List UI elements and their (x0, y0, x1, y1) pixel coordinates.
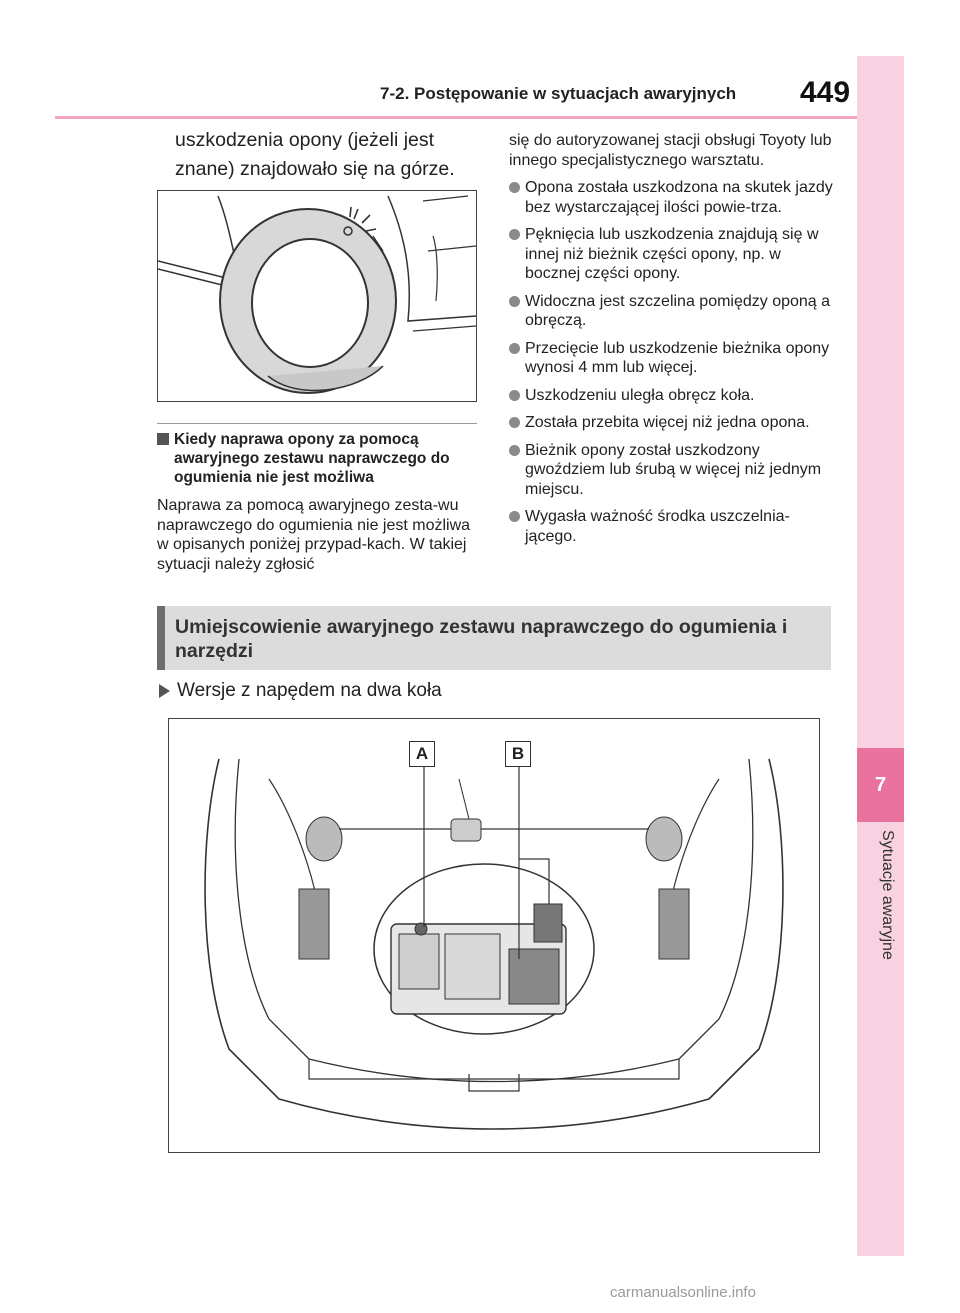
bullet-icon (509, 389, 520, 401)
chapter-label: Sytuacje awaryjne (879, 830, 896, 960)
trunk-drawing (204, 758, 784, 1130)
callout-b: B (505, 741, 531, 767)
callout-a: A (409, 741, 435, 767)
subsection-heading: Kiedy naprawa opony za pomocą awaryjnego… (157, 430, 477, 487)
trunk-illustration: A B (168, 718, 820, 1153)
bullet-icon (509, 444, 520, 456)
square-bullet-icon (157, 433, 169, 445)
subsection-paragraph: Naprawa za pomocą awaryjnego zesta-wu na… (157, 497, 471, 573)
chapter-number-tab[interactable]: 7 (857, 748, 904, 822)
list-item: Przecięcie lub uszkodzenie bieżnika opon… (509, 339, 839, 378)
bullet-icon (509, 229, 520, 240)
watermark: carmanualsonline.info (610, 1284, 756, 1301)
section-accent-bar (157, 606, 165, 670)
bullet-icon (509, 295, 520, 307)
list-item: Wygasła ważność środka uszczelnia-jącego… (509, 507, 839, 546)
side-tab (857, 56, 904, 1256)
list-item: Została przebita więcej niż jedna opona. (509, 413, 839, 433)
bullet-icon (509, 342, 520, 354)
subsection-heading-text: Kiedy naprawa opony za pomocą awaryjnego… (174, 431, 450, 486)
header-title: 7-2. Postępowanie w sytuacjach awaryjnyc… (380, 84, 737, 103)
tire-illustration (157, 190, 477, 402)
list-item: Widoczna jest szczelina pomiędzy oponą a… (509, 292, 839, 331)
bullet-icon (509, 417, 520, 428)
list-item: Uszkodzeniu uległa obręcz koła. (509, 386, 839, 406)
right-column: się do autoryzowanej stacji obsługi Toyo… (509, 131, 839, 546)
variant-label: Wersje z napędem na dwa koła (157, 680, 442, 702)
bullet-icon (509, 511, 520, 522)
list-item: Pęknięcia lub uszkodzenia znajdują się w… (509, 225, 839, 284)
section-heading: Umiejscowienie awaryjnego zestawu napraw… (175, 616, 788, 662)
variant-label-text: Wersje z napędem na dwa koła (177, 680, 442, 701)
triangle-bullet-icon (159, 684, 170, 698)
header-rule (55, 116, 857, 119)
right-intro: się do autoryzowanej stacji obsługi Toyo… (509, 132, 832, 169)
continued-text: uszkodzenia opony (jeżeli jest znane) zn… (175, 129, 455, 180)
tire-drawing (157, 195, 477, 394)
section-heading-band: Umiejscowienie awaryjnego zestawu napraw… (157, 606, 831, 670)
bullet-icon (509, 182, 520, 193)
list-item: Opona została uszkodzona na skutek jazdy… (509, 178, 839, 217)
divider (157, 423, 477, 424)
page-number: 449 (800, 76, 851, 109)
list-item: Bieżnik opony został uszkodzony gwoździe… (509, 441, 839, 500)
